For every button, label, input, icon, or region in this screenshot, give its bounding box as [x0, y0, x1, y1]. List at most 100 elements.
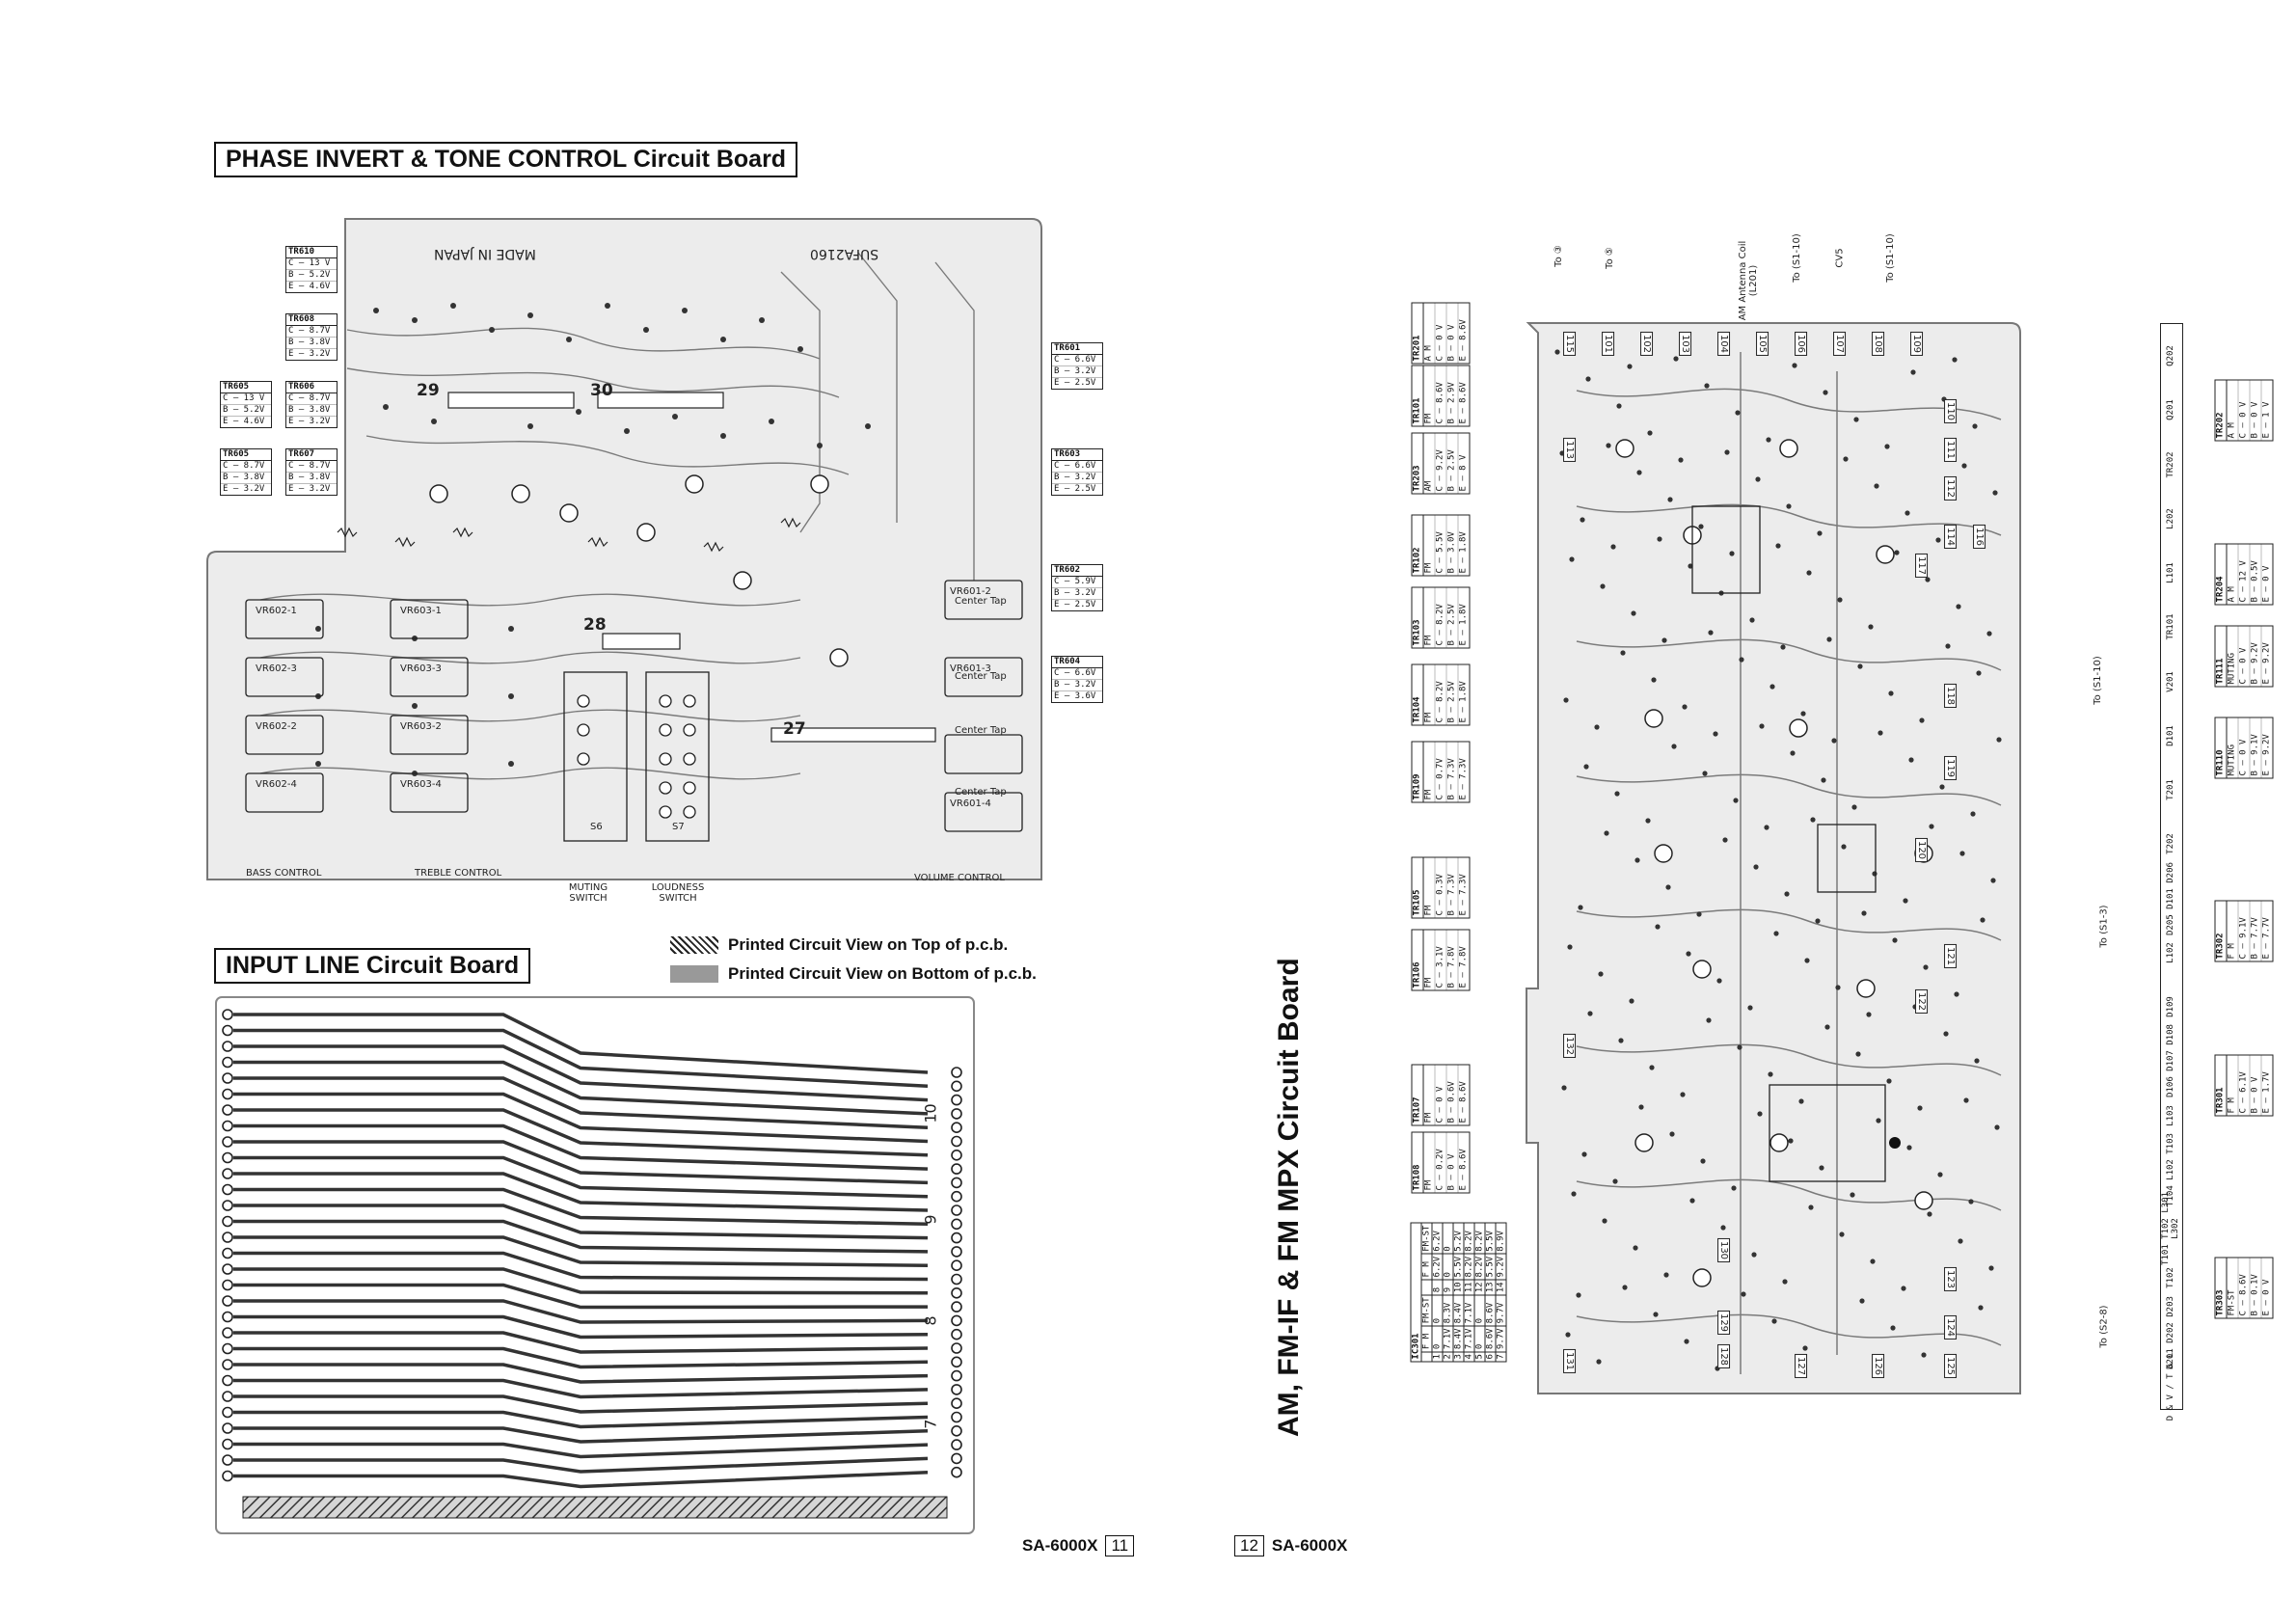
voltage-row: E — 8 V — [1458, 454, 1469, 492]
connector-pin — [951, 1273, 962, 1286]
solder-pad — [1800, 711, 1806, 717]
solder-pad — [1768, 1071, 1773, 1077]
solder-pad — [1853, 417, 1859, 422]
connector-pin — [951, 1314, 962, 1327]
muting-switch-label: MUTING SWITCH — [568, 882, 608, 904]
pot-label: VR603-1 — [400, 606, 442, 616]
board-trace — [233, 1235, 929, 1267]
solder-pad — [1980, 917, 1985, 923]
voltage-row: E — 7.3V — [1458, 758, 1469, 800]
solder-pad — [1972, 423, 1978, 429]
center-tap-label: Center Tap — [955, 787, 1007, 798]
transistor-voltage-table: TR604 C — 6.6V B — 3.2V E — 3.6V — [1051, 656, 1103, 703]
solder-pad — [1569, 556, 1575, 562]
solder-pad — [1843, 456, 1849, 462]
solder-pad — [1839, 1232, 1845, 1237]
board-trace — [233, 1172, 929, 1212]
board-trace — [233, 1410, 929, 1429]
solder-pad — [1773, 931, 1779, 936]
voltage-row: C — 8.2V — [1435, 587, 1447, 648]
board-trace — [233, 1204, 929, 1240]
solder-pad — [1747, 1005, 1753, 1011]
terminal-box: 126 — [1872, 1353, 1885, 1379]
solder-pad — [1861, 910, 1867, 916]
ic-cell: 11 — [1464, 1279, 1474, 1295]
solder-pad — [1739, 657, 1744, 663]
solder-pad — [1598, 971, 1604, 977]
solder-pad — [1806, 570, 1812, 576]
voltage-row: E — 9.2V — [2261, 734, 2272, 776]
solder-pad — [1959, 851, 1965, 856]
board-trace — [233, 1346, 929, 1369]
solder-pad — [1925, 577, 1931, 582]
input-line-board — [215, 996, 975, 1534]
solder-pad — [1671, 744, 1677, 749]
ic-cell: 10 — [1453, 1279, 1464, 1295]
solder-pad — [1755, 476, 1761, 482]
voltage-row: C — 3.1V — [1435, 930, 1447, 990]
connector-pin — [951, 1122, 962, 1133]
transistor-name: TR104 — [1412, 664, 1424, 725]
pot-label: VR603-4 — [400, 779, 442, 790]
solder-pad — [1874, 483, 1879, 489]
parts-strip-label: D201 D202 D203 — [2166, 1295, 2175, 1369]
connector-pin — [222, 1056, 233, 1069]
solder-pad — [1802, 1345, 1808, 1351]
solder-pad — [1910, 369, 1916, 375]
ic-cell: 8.4V — [1453, 1294, 1464, 1326]
ic-cell: 7.1V — [1464, 1325, 1474, 1352]
ic-header-cell: FM-ST — [1421, 1223, 1432, 1255]
voltage-row: A M — [1423, 303, 1436, 364]
connector-pin — [951, 1259, 962, 1272]
voltage-row: B — 2.5V — [1446, 587, 1459, 648]
ic-header-cell — [1421, 1351, 1432, 1362]
ic-cell: 6.2V — [1432, 1223, 1443, 1255]
connector-pin — [951, 1232, 962, 1244]
terminal-box: 101 — [1602, 331, 1615, 357]
transistor-name: TR105 — [1412, 857, 1424, 918]
ic-cell: 9.2V — [1496, 1254, 1506, 1280]
connector-pin — [951, 1190, 962, 1203]
connector-pin — [951, 1246, 962, 1258]
voltage-row: B — 0.1V — [2250, 1258, 2262, 1318]
voltage-row: FM — [1423, 365, 1436, 426]
solder-pad — [1680, 1092, 1686, 1097]
terminal-box: 109 — [1910, 331, 1924, 357]
treble-control-label: TREBLE CONTROL — [415, 868, 502, 879]
solder-pad — [1665, 884, 1671, 890]
terminal-box: 129 — [1717, 1310, 1731, 1336]
voltage-row: B — 0.5V — [2250, 544, 2262, 605]
solder-pad — [1857, 663, 1863, 669]
pot-label: VR603-3 — [400, 663, 442, 674]
tone-board-title: PHASE INVERT & TONE CONTROL Circuit Boar… — [214, 142, 798, 177]
voltage-row: C — 0.7V — [1435, 742, 1447, 802]
solder-pad — [1994, 1124, 2000, 1130]
connector-number-10: 10 — [921, 1103, 940, 1123]
connector-pin — [222, 1342, 233, 1355]
solder-pad — [1661, 637, 1667, 643]
solder-pad — [1817, 530, 1823, 536]
ic-cell: 8 — [1432, 1279, 1443, 1295]
transistor-name: TR111 — [2215, 626, 2228, 687]
solder-pad — [1901, 1286, 1906, 1291]
solder-pad — [1961, 463, 1967, 469]
ic-cell: 9.7V — [1496, 1294, 1506, 1326]
terminal-box: 127 — [1795, 1353, 1808, 1379]
solder-pad — [1713, 731, 1718, 737]
solder-pad — [1824, 1024, 1830, 1030]
solder-pad — [1986, 631, 1992, 636]
ic-cell: 8.4V — [1453, 1325, 1464, 1352]
transistor-name: TR202 — [2215, 380, 2228, 441]
terminal-box: 107 — [1833, 331, 1847, 357]
connector-pin — [951, 1411, 962, 1423]
terminal-box: 117 — [1915, 553, 1929, 579]
voltage-row: FM — [1423, 742, 1436, 802]
solder-pad — [1890, 1325, 1896, 1331]
